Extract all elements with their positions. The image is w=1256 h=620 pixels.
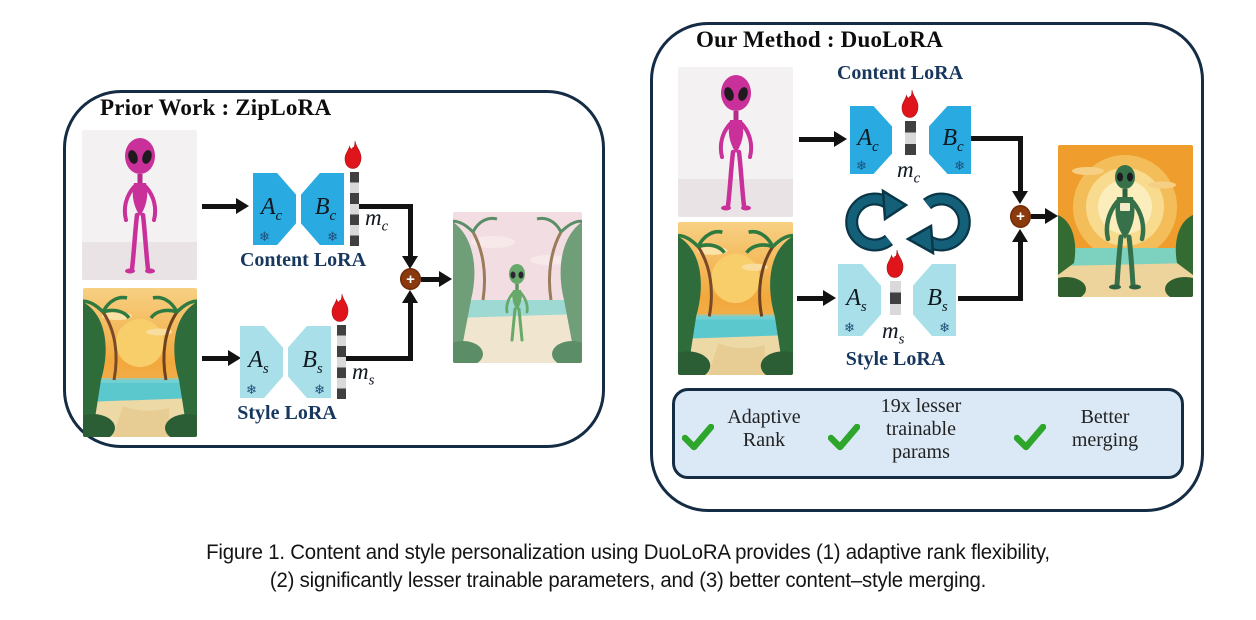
merge-output-line xyxy=(1031,214,1047,219)
matrix-b-label: Bc xyxy=(942,124,964,155)
arrowhead-merge-output xyxy=(1045,208,1058,224)
arrowhead-merge-output xyxy=(439,271,452,287)
arrowhead-content-to-merge xyxy=(1012,191,1028,204)
pink-alien-illustration xyxy=(82,130,197,280)
arrowhead-content-input xyxy=(834,131,847,147)
flame-icon xyxy=(331,294,349,322)
content-reference-image xyxy=(678,67,793,217)
arrowhead-content-to-merge xyxy=(402,256,418,269)
matrix-b-label: Bc xyxy=(314,193,337,224)
arrowhead-style-to-merge xyxy=(1012,229,1028,242)
content-lora-title: Content LoRA xyxy=(239,249,367,271)
flame-icon xyxy=(886,250,904,278)
flame-icon xyxy=(901,90,919,118)
content-output-line-v xyxy=(408,204,413,257)
style-lora-title: Style LoRA xyxy=(237,402,337,424)
checkmark-icon xyxy=(682,424,714,451)
benefit-adaptive-rank: Adaptive Rank xyxy=(727,406,801,451)
matrix-b-label: Bs xyxy=(302,346,323,377)
style-lora-matrix-b: Bs ❄ xyxy=(288,326,331,398)
snowflake-icon: ❄ xyxy=(856,158,867,173)
tropical-painting-illustration xyxy=(83,288,197,437)
panel-prior-title: Prior Work : ZipLoRA xyxy=(100,95,332,120)
snowflake-icon: ❄ xyxy=(844,320,855,335)
figure-caption-line-2: (2) significantly lesser trainable param… xyxy=(269,569,987,592)
content-lora-matrix-b: Bc ❄ xyxy=(929,106,971,174)
content-output-line-h xyxy=(359,204,413,209)
pastel-beach-alien-illustration xyxy=(453,212,582,363)
arrow-content-input xyxy=(202,204,238,209)
pink-alien-illustration xyxy=(678,67,793,217)
content-output-line-h xyxy=(971,136,1023,141)
style-output-line-h xyxy=(958,296,1023,301)
output-image xyxy=(453,212,582,363)
arrow-style-input xyxy=(797,296,825,301)
checkmark-icon xyxy=(828,424,860,451)
sunset-alien-illustration xyxy=(1058,145,1193,297)
matrix-b-label: Bs xyxy=(927,284,948,315)
style-mask-label: ms xyxy=(882,318,905,348)
arrowhead-content-input xyxy=(236,198,249,214)
merge-plus-icon: + xyxy=(1010,205,1031,228)
benefits-box xyxy=(672,388,1184,479)
merge-plus-icon: + xyxy=(400,268,421,290)
figure-caption-line-1: Figure 1. Content and style personalizat… xyxy=(206,541,1050,564)
arrow-content-input xyxy=(799,137,836,142)
arrowhead-style-input xyxy=(228,350,241,366)
cycle-arrows-icon xyxy=(845,188,971,256)
output-image xyxy=(1058,145,1193,297)
content-lora-title: Content LoRA xyxy=(836,62,964,84)
snowflake-icon: ❄ xyxy=(939,320,950,335)
content-mask-label: mc xyxy=(897,157,921,187)
style-output-line-v xyxy=(1018,241,1023,301)
benefit-lesser-params: 19x lesser trainable params xyxy=(880,395,962,463)
style-mask-label: ms xyxy=(352,359,375,389)
snowflake-icon: ❄ xyxy=(259,229,270,244)
content-rank-mask xyxy=(905,121,916,155)
style-lora-title: Style LoRA xyxy=(845,348,946,370)
matrix-a-label: As xyxy=(248,346,269,377)
panel-our-method-title: Our Method : DuoLoRA xyxy=(696,27,944,52)
snowflake-icon: ❄ xyxy=(327,229,338,244)
content-reference-image xyxy=(82,130,197,280)
arrowhead-style-to-merge xyxy=(402,290,418,303)
style-reference-image xyxy=(83,288,197,437)
content-output-line-v xyxy=(1018,136,1023,191)
matrix-a-label: Ac xyxy=(857,124,879,155)
snowflake-icon: ❄ xyxy=(314,382,325,397)
content-mask-label: mc xyxy=(365,205,389,235)
merge-output-line xyxy=(421,277,441,282)
style-output-line-v xyxy=(408,301,413,361)
checkmark-icon xyxy=(1014,424,1046,451)
snowflake-icon: ❄ xyxy=(954,158,965,173)
benefit-better-merging: Better merging xyxy=(1071,406,1139,451)
style-rank-mask xyxy=(890,281,901,315)
arrow-style-input xyxy=(202,356,234,361)
flame-icon xyxy=(344,141,362,169)
style-reference-image xyxy=(678,222,793,375)
matrix-a-label: Ac xyxy=(260,193,283,224)
tropical-painting-illustration xyxy=(678,222,793,375)
content-rank-mask xyxy=(350,172,359,246)
matrix-a-label: As xyxy=(846,284,867,315)
style-output-line-h xyxy=(346,356,413,361)
arrowhead-style-input xyxy=(823,290,836,306)
style-rank-mask xyxy=(337,325,346,399)
snowflake-icon: ❄ xyxy=(246,382,257,397)
